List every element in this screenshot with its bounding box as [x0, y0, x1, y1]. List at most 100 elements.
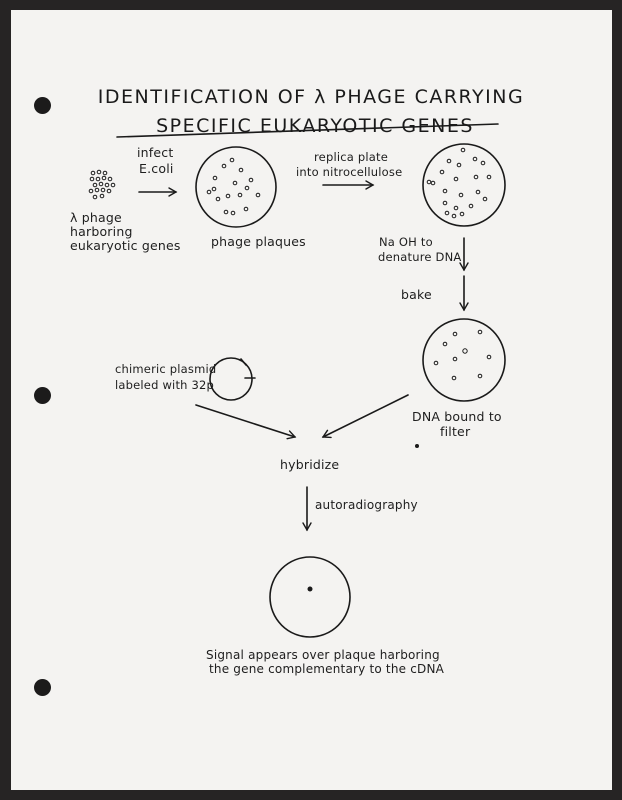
plaque-dot [212, 175, 218, 181]
plaque-dot [89, 176, 95, 182]
punch-hole [34, 679, 51, 696]
phage-label-2: harboring [70, 224, 133, 239]
plaques-3 [433, 329, 492, 381]
plaque-dot [100, 187, 106, 193]
plaque-dot [482, 196, 488, 202]
plaques-label: phage plaques [211, 234, 306, 249]
plaque-dot [458, 192, 464, 198]
plaque-dot [94, 187, 100, 193]
plaque-dot [456, 162, 462, 168]
plaques-1 [206, 157, 261, 216]
plaque-dot [451, 375, 457, 381]
phage-label-1: λ phage [70, 210, 122, 225]
plaque-dot [460, 147, 466, 153]
plaque-dot [444, 210, 450, 216]
plaque-dot [477, 329, 483, 335]
punch-hole [34, 387, 51, 404]
title-line-1: IDENTIFICATION OF λ PHAGE CARRYING [97, 86, 525, 108]
plaque-dot [223, 209, 229, 215]
plaque-dot [426, 179, 432, 185]
plaque-dot [238, 167, 244, 173]
plaque-dot [459, 211, 465, 217]
infect-label-1: infect [137, 145, 174, 160]
plaque-dot [237, 192, 243, 198]
plaque-dot [430, 180, 436, 186]
plaque-dot [107, 176, 113, 182]
plaque-dot [215, 196, 221, 202]
plate-phage-plaques [195, 146, 277, 228]
plaque-dot [468, 203, 474, 209]
plaque-dot [243, 206, 249, 212]
replica-label-2: into nitrocellulose [296, 165, 403, 179]
plasmid-circle [209, 357, 253, 401]
plaque-dot [221, 163, 227, 169]
plaque-dot [473, 174, 479, 180]
plaque-dot [90, 170, 96, 176]
plaque-dot [104, 182, 110, 188]
plaque-dot [211, 186, 217, 192]
arrow-filter-to-hybridize [321, 394, 409, 439]
infect-label-2: E.coli [139, 161, 174, 176]
plaque-dot [101, 175, 107, 181]
plasmid-label-2: labeled with 32p [115, 378, 215, 392]
plaque-dot [206, 189, 212, 195]
plate-filter [422, 318, 506, 402]
plaque-dot [451, 213, 457, 219]
plaque-dot [88, 188, 94, 194]
plaque-dot [452, 331, 458, 337]
bake-label: bake [401, 287, 432, 302]
plate-autoradiograph [269, 556, 351, 638]
plaque-dot [225, 193, 231, 199]
plaque-dot [486, 174, 492, 180]
naoh-label-2: denature DNA [378, 250, 462, 264]
plate-nitrocellulose [422, 143, 506, 227]
plaque-dot [452, 356, 458, 362]
plaque-dot [248, 177, 254, 183]
replica-label-1: replica plate [314, 150, 388, 164]
title-line-2: SPECIFIC EUKARYOTIC GENES [156, 115, 474, 137]
arrow-plasmid-to-hybridize [195, 404, 297, 440]
signal-label-1: Signal appears over plaque harboring [206, 648, 440, 662]
signal-label-2: the gene complementary to the cDNA [209, 662, 445, 676]
plaque-dot [98, 181, 104, 187]
plaque-dot [486, 354, 492, 360]
plaque-dot [453, 176, 459, 182]
plaque-dot [255, 192, 261, 198]
plaque-dot [442, 188, 448, 194]
plaque-dot [480, 160, 486, 166]
plaque-dot [110, 182, 116, 188]
plaque-dot [442, 341, 448, 347]
plasmid-mark [240, 358, 247, 366]
plaque-dot [475, 189, 481, 195]
plaque-dot [229, 157, 235, 163]
signal-spot [307, 586, 313, 592]
plaque-dot [453, 205, 459, 211]
punch-hole [34, 97, 51, 114]
plaque-dot [92, 182, 98, 188]
plaque-dot [92, 194, 98, 200]
naoh-label-1: Na OH to [379, 235, 433, 249]
phage-particles [88, 169, 116, 200]
plaque-dot [446, 158, 452, 164]
plaque-dot [462, 348, 468, 354]
plaque-dot [477, 373, 483, 379]
plasmid-label-1: chimeric plasmid [115, 362, 217, 376]
paper-sheet [11, 10, 612, 790]
plaque-dot [99, 193, 105, 199]
ink-speck [415, 444, 419, 448]
title-underline [116, 123, 499, 138]
autoradiography-label: autoradiography [315, 498, 418, 512]
plaque-dot [95, 176, 101, 182]
plaque-dot [244, 185, 250, 191]
plaque-dot [106, 188, 112, 194]
plaques-2 [426, 147, 492, 219]
phage-label-3: eukaryotic genes [70, 238, 181, 253]
plaque-dot [230, 210, 236, 216]
filter-label-1: DNA bound to [412, 409, 502, 424]
plaque-dot [232, 180, 238, 186]
hybridize-label: hybridize [280, 457, 340, 472]
plaque-dot [96, 169, 102, 175]
plaque-dot [433, 360, 439, 366]
plaque-dot [442, 200, 448, 206]
